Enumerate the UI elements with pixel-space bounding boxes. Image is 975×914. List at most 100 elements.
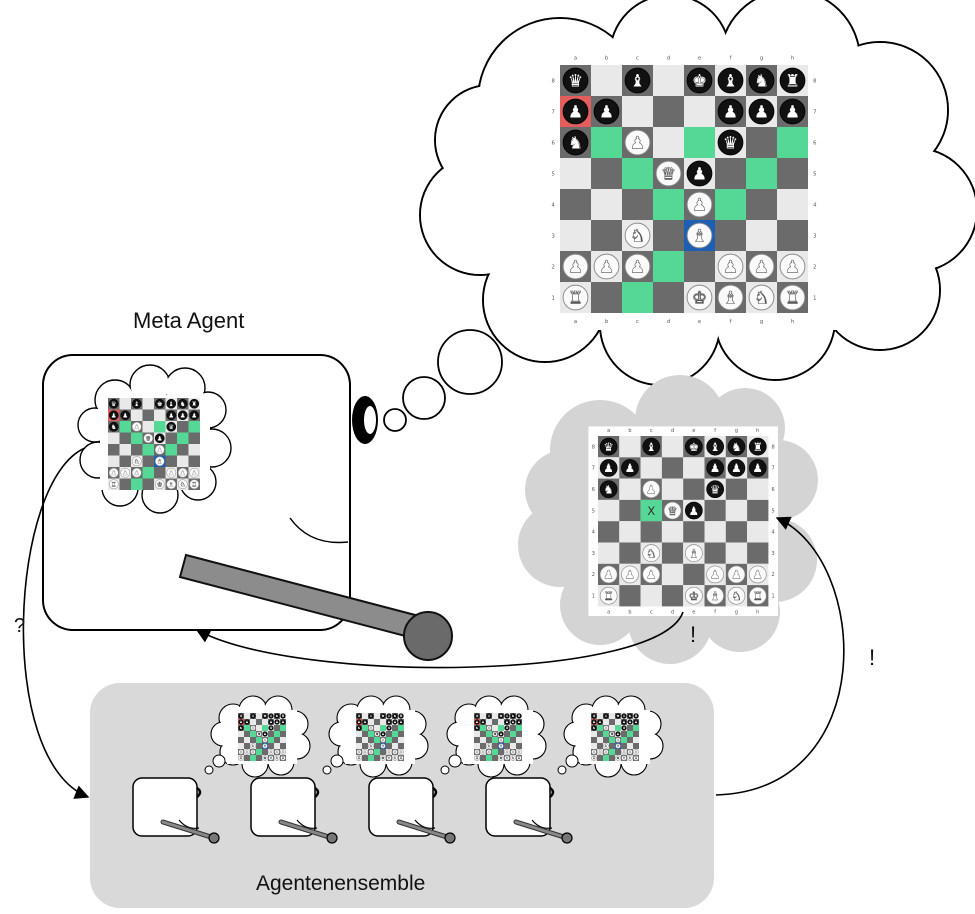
answer-board-file-label: b [628,428,631,434]
ens4-piece-black-Q: ♛ [593,714,596,718]
main-board-piece-black-N: ♞ [568,134,583,154]
meta-mini-square-d3 [142,455,154,467]
ens3-piece-disc [516,719,522,725]
ens1-piece-white-Q: ♛ [258,732,261,736]
ens4-piece-black-B: ♝ [623,714,626,718]
main-board-square-e6 [684,127,715,158]
ens1-piece-black-N: ♞ [276,714,279,718]
ens4-piece-disc [597,719,603,725]
ens4-piece-disc [627,755,633,761]
ens2-square-b4 [362,737,368,743]
ens3-square-e2 [498,749,504,755]
ens4-piece-white-P: ♟ [593,750,596,754]
ens2-piece-disc [386,755,392,761]
answer-board-square-f5 [704,499,726,522]
main-board-file-label: h [791,319,794,325]
ens2-piece-disc [362,749,368,755]
ens1-square-b1 [244,755,250,761]
ens3-piece-black-Q: ♛ [506,726,509,730]
ens1-piece-white-B: ♝ [264,744,267,748]
ens2-piece-white-P: ♟ [370,750,373,754]
meta-mini-piece-disc [177,398,188,409]
ens2-square-d3 [374,743,380,749]
ens4-piece-black-N: ♞ [593,726,596,730]
ens3-piece-black-R: ♜ [518,714,521,718]
answer-board-rank-label: 5 [592,508,595,514]
answer-board-square-h4 [747,521,769,543]
ens4-piece-white-P: ♟ [599,750,602,754]
ensemble-mini-board: ♛♝♚♝♞♜♟♟♟♟♟♞♟♛♛♟♟♞♝♟♟♟♟♟♟♜♚♝♞♜ [356,713,404,761]
ens1-piece-white-P: ♟ [276,750,279,754]
ens3-square-g4 [510,737,516,743]
main-board-piece-white-R: ♜ [568,289,583,309]
ens3-square-d1 [492,755,498,761]
main-board-piece-disc [686,191,713,218]
main-board-piece-black-Q: ♛ [723,134,738,154]
answer-board-rank-label: 8 [771,444,774,450]
answer-board-piece-disc [642,437,661,456]
ens3-piece-white-P: ♟ [482,750,485,754]
answer-board-piece-white-B: ♝ [689,546,700,560]
ens3-piece-disc [474,725,480,731]
main-board-piece-disc [686,160,713,187]
answer-board-file-label: a [607,609,610,615]
answer-board-file-label: f [714,609,716,615]
main-board-square-c1 [622,282,653,313]
answer-board-piece-disc [599,480,618,499]
main-board-piece-disc [624,253,651,280]
ens2-square-e6 [380,725,386,731]
ens1-piece-disc [250,725,256,731]
meta-mini-piece-disc [120,467,131,478]
ens4-square-b3 [597,743,603,749]
main-board-file-label: b [605,319,609,325]
answer-board-piece-disc [621,565,639,584]
meta-mini-square-b1 [119,478,131,490]
main-board-rank-label: 3 [813,233,816,239]
main-board-piece-disc [593,98,620,125]
ens2-piece-white-K: ♚ [382,756,385,760]
main-board-piece-disc [748,284,775,311]
main-board-piece-black-B: ♝ [723,72,738,92]
answer-board-piece-white-N: ♞ [731,589,742,603]
main-board-piece-white-B: ♝ [723,289,738,309]
main-board-file-label: a [574,55,577,61]
answer-board-square-e7 [683,457,705,479]
ens3-square-b5 [480,731,486,737]
ens4-square-d7 [609,719,615,725]
main-board-piece-disc [562,253,589,280]
ens1-piece-white-B: ♝ [270,756,273,760]
ens2-piece-white-P: ♟ [388,750,391,754]
main-board-piece-black-P: ♟ [692,165,707,185]
ens3-square-b8 [480,713,486,719]
answer-board-square-g4 [725,521,748,543]
ens3-piece-disc [498,755,504,761]
main-board-piece-black-R: ♜ [785,72,800,92]
answer-board-piece-disc [706,480,724,499]
meta-mini-square-c1 [131,478,143,490]
ens3-square-f5 [504,731,510,737]
main-board-piece-white-B: ♝ [692,227,707,247]
ens3-piece-disc [486,743,492,749]
ens3-piece-white-B: ♝ [506,756,509,760]
ens4-piece-disc [633,719,639,725]
ens4-piece-disc [621,749,627,755]
exclaim-right-label: ! [869,645,876,670]
answer-board-rank-label: 4 [771,530,774,536]
ensemble-agent-4: ♛♝♚♝♞♜♟♟♟♟♟♞♟♛♛♟♟♞♝♟♟♟♟♟♟♜♚♝♞♜ [486,695,664,843]
main-board-piece-white-P: ♟ [630,258,645,278]
meta-mini-square-d7 [142,409,154,421]
ens4-piece-black-R: ♜ [635,714,638,718]
ens2-square-b6 [362,725,368,731]
ens2-square-h5 [398,731,404,737]
ens3-piece-disc [498,731,504,737]
ens1-piece-black-K: ♚ [264,714,267,718]
ens1-square-b4 [244,737,250,743]
main-board-piece-disc [717,284,744,311]
ens4-piece-disc [633,755,639,761]
ens1-square-a4 [238,737,244,743]
ens1-piece-black-N: ♞ [240,726,243,730]
ens3-piece-black-B: ♝ [506,714,509,718]
meta-mini-piece-disc [177,467,188,478]
meta-mini-piece-white-B: ♝ [157,459,163,466]
ens1-piece-disc [268,713,274,719]
